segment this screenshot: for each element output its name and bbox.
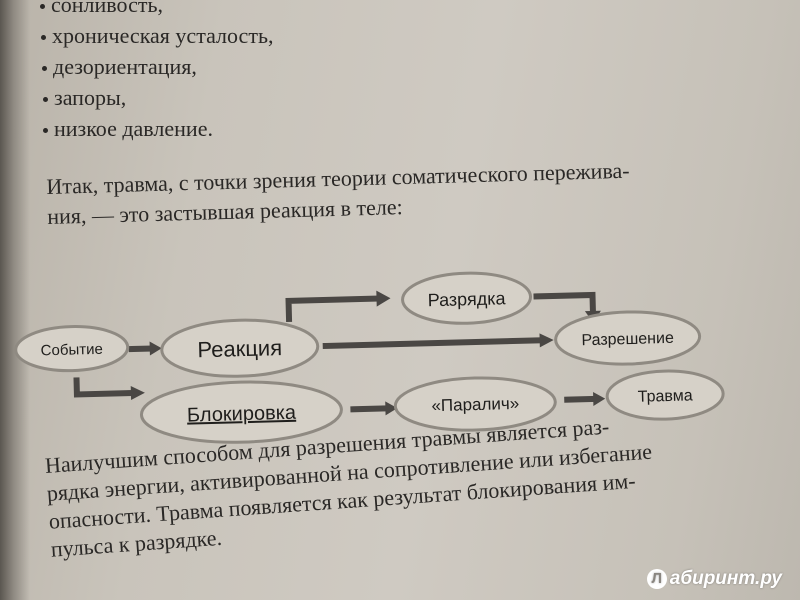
node-discharge — [401, 271, 533, 325]
node-reaction-label: Реакция — [197, 335, 282, 362]
list-item: хроническая усталость, — [41, 21, 461, 52]
arrow-blocking-to-paralysis — [350, 405, 389, 413]
bullet-icon — [41, 35, 46, 41]
symptom-list: сонливость, хроническая усталость, дезор… — [40, 0, 460, 145]
node-discharge-label: Разрядка — [427, 288, 506, 310]
node-trauma-label: Травма — [638, 387, 693, 405]
arrow-discharge-to-resolution — [533, 291, 596, 315]
node-event-label: Событие — [40, 341, 103, 360]
node-trauma — [605, 369, 725, 421]
node-paralysis — [393, 376, 557, 432]
arrow-reaction-to-discharge — [285, 295, 380, 322]
node-resolution — [554, 310, 702, 366]
list-item: дезориентация, — [42, 52, 462, 83]
node-blocking — [139, 380, 343, 444]
arrow-event-to-blocking — [73, 377, 134, 398]
arrow-reaction-to-resolution — [322, 337, 543, 350]
trauma-flow-diagram: Событие Реакция Разрядка Разрешение Блок… — [14, 271, 725, 444]
arrow-paralysis-to-trauma — [564, 395, 597, 403]
labirint-watermark: Л абиринт.ру — [646, 568, 782, 590]
list-item: сонливость, — [40, 0, 460, 21]
paragraph-intro: Итак, травма, с точки зрения теории сома… — [46, 152, 757, 232]
bullet-icon — [40, 4, 45, 10]
node-resolution-label: Разрешение — [581, 330, 674, 349]
node-blocking-label: Блокировка — [187, 402, 297, 427]
list-item: низкое давление. — [43, 114, 463, 145]
bullet-icon — [42, 66, 47, 72]
bullet-icon — [43, 128, 48, 134]
watermark-text: абиринт.ру — [669, 568, 782, 589]
node-reaction — [160, 318, 320, 378]
node-paralysis-label: «Паралич» — [431, 394, 519, 415]
labirint-logo-icon: Л — [646, 569, 667, 589]
node-event — [14, 325, 130, 373]
bullet-icon — [43, 97, 48, 103]
list-item: запоры, — [43, 83, 463, 114]
book-spine-shadow — [0, 0, 30, 600]
